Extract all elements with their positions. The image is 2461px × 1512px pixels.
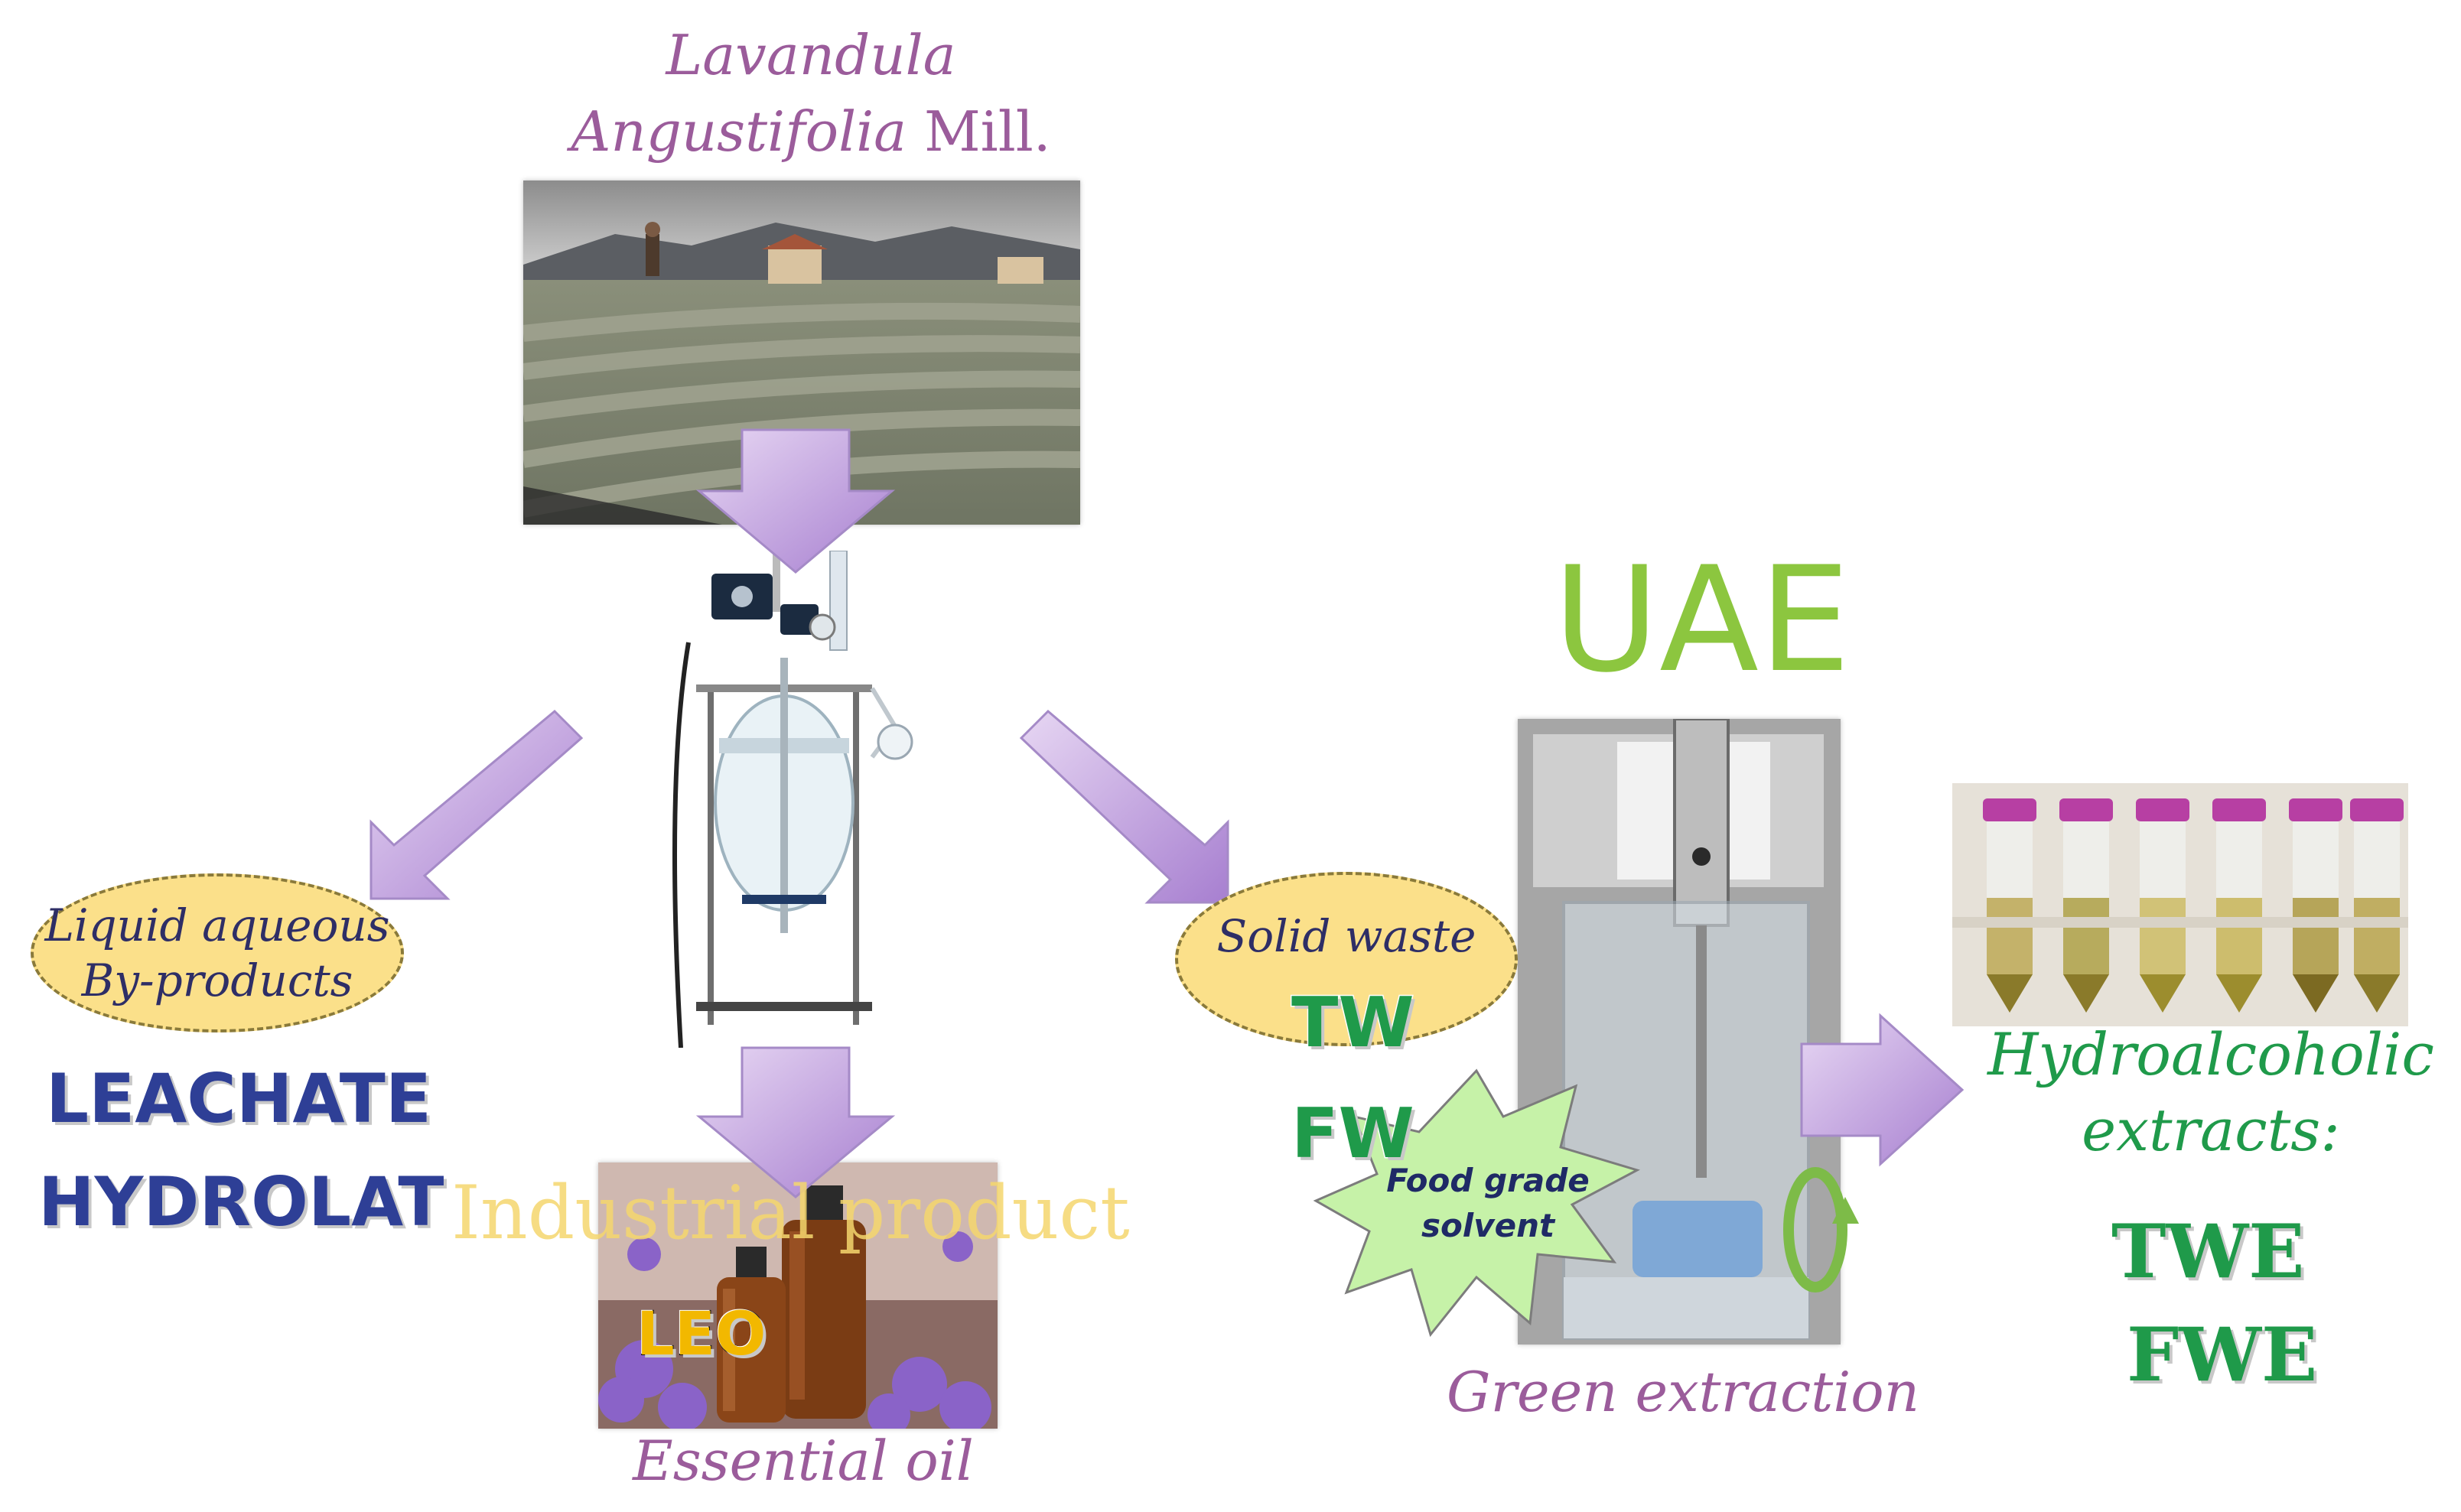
essential-oil-caption: Essential oil (633, 1429, 974, 1493)
arrow-to-liquid-byproducts (369, 709, 584, 900)
solid-waste-ellipse: Solid waste (1175, 872, 1518, 1046)
green-extraction-caption: Green extraction (1447, 1360, 1919, 1424)
uae-sonicator-photo (1518, 719, 1841, 1345)
food-grade-line1: Food grade (1386, 1162, 1590, 1199)
food-grade-line2: solvent (1421, 1206, 1555, 1244)
liquid-byproducts-line1: Liquid aqueous (44, 899, 390, 951)
tw-label: TW (1291, 982, 1416, 1065)
extract-tubes-photo (1952, 783, 2408, 1026)
arrow-to-solid-waste (1019, 709, 1229, 904)
reactor-photo (666, 551, 926, 1048)
leo-label: LEO (636, 1299, 767, 1370)
industrial-product-label: Industrial product (451, 1170, 1130, 1256)
hydrolat-label: HYDROLAT (37, 1162, 444, 1243)
fwe-label: FWE (2125, 1311, 2318, 1400)
food-grade-solvent-label: Food grade solvent (1362, 1159, 1614, 1249)
hydroalcoholic-line1: Hydroalcoholic (1987, 1020, 2434, 1088)
title-species-authority: Mill. (923, 99, 1051, 164)
twe-label: TWE (2110, 1208, 2305, 1296)
fw-label: FW (1291, 1093, 1416, 1175)
lavender-field-photo (523, 180, 1080, 525)
essential-oil-photo (598, 1162, 998, 1429)
title-species-line1: Lavandula (666, 23, 956, 87)
leachate-label: LEACHATE (45, 1058, 433, 1140)
liquid-byproducts-ellipse: Liquid aqueous By-products (31, 873, 404, 1032)
hydroalcoholic-extracts-label: Hydroalcoholic extracts: (1981, 1017, 2440, 1169)
uae-label: UAE (1553, 535, 1851, 704)
hydroalcoholic-line2: extracts: (2082, 1095, 2340, 1164)
liquid-byproducts-line2: By-products (81, 954, 353, 1006)
solid-waste-label: Solid waste (1216, 909, 1476, 962)
title-species-line2: Angustifolia Mill. (275, 99, 1346, 164)
title-species-italic: Angustifolia (571, 99, 907, 164)
